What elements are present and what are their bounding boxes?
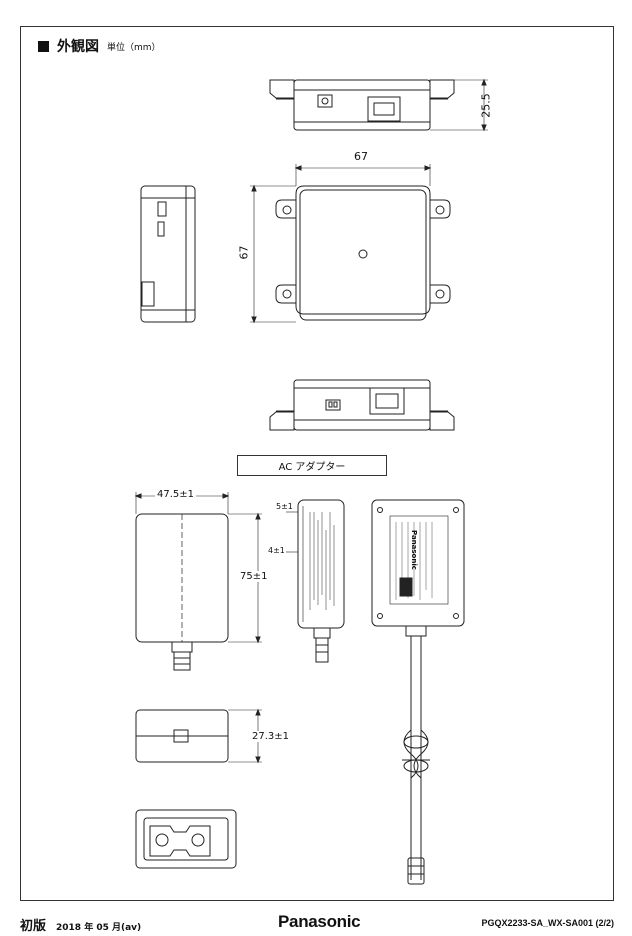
issue-date: 2018 年 05 月(av) [56, 923, 142, 933]
page-title: 外観図 [57, 39, 99, 55]
dip-switch-icon [325, 399, 341, 411]
lan-port-rear-icon [369, 387, 405, 415]
unit-label: 単位（mm） [107, 42, 161, 53]
section-header: 外観図 単位（mm） [38, 36, 161, 56]
label-brand-small: Panasonic [410, 530, 418, 570]
brand-logo: Panasonic [278, 912, 361, 931]
dim-width-main: 67 [354, 150, 368, 163]
dim-height-main: 25.5 [479, 93, 493, 118]
footer: 初版 2018 年 05 月(av) Panasonic PGQX2233-SA… [0, 906, 632, 936]
dc-plug-icon [407, 857, 425, 885]
drawing-frame [20, 26, 614, 901]
dim-adapter-side-a: 5±1 [276, 502, 293, 511]
dc-jack-icon [317, 94, 333, 108]
main-unit-top-view [269, 78, 488, 132]
inlet-c8-icon [149, 825, 211, 857]
adapter-front-view [134, 492, 262, 671]
dim-adapter-height: 75±1 [238, 571, 270, 582]
dim-adapter-thickness: 27.3±1 [250, 731, 292, 742]
adapter-side-view [286, 499, 345, 663]
lan-port-icon [367, 96, 401, 122]
document-number: PGQX2233-SA_WX-SA001 (2/2) [481, 918, 614, 928]
main-unit-side-view [140, 185, 196, 323]
adapter-inlet-view [135, 809, 237, 869]
footer-left: 初版 2018 年 05 月(av) [20, 915, 141, 934]
edition: 初版 [20, 919, 47, 934]
dim-adapter-side-b: 4±1 [268, 546, 285, 555]
main-unit-rear-view [269, 379, 455, 431]
dim-adapter-width: 47.5±1 [155, 489, 197, 500]
adapter-label-view [371, 499, 465, 885]
adapter-caption: AC アダプター [237, 455, 387, 476]
adapter-top-view [135, 708, 262, 764]
certification-mark-icon [399, 577, 413, 597]
dim-depth-main: 67 [237, 245, 251, 260]
square-bullet-icon [38, 40, 49, 52]
main-unit-front-view [250, 164, 451, 324]
